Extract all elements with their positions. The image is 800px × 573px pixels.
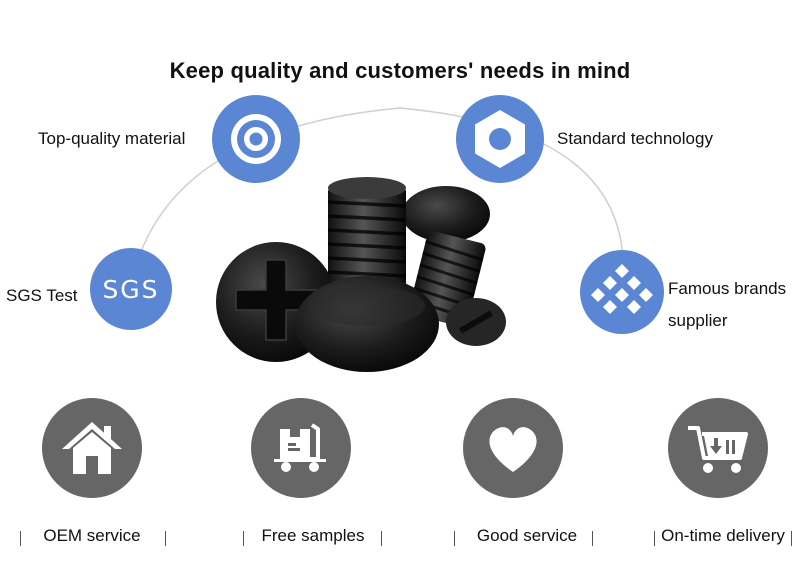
separator-bar bbox=[791, 531, 792, 546]
diamond-grid-icon bbox=[580, 250, 664, 334]
house-icon bbox=[42, 398, 142, 498]
target-circle-icon bbox=[212, 95, 300, 183]
separator-bar bbox=[592, 531, 593, 546]
heart-icon bbox=[463, 398, 563, 498]
hex-nut-icon bbox=[456, 95, 544, 183]
label-sgs-test: SGS Test bbox=[6, 286, 78, 305]
label-supplier: supplier bbox=[668, 311, 728, 330]
service-oem: OEM service bbox=[43, 526, 141, 545]
sgs-badge-icon: SGS bbox=[90, 248, 172, 330]
separator-bar bbox=[165, 531, 166, 546]
sgs-badge-text: SGS bbox=[102, 274, 160, 304]
headline: Keep quality and customers' needs in min… bbox=[169, 58, 631, 83]
separator-bar bbox=[654, 531, 655, 546]
hand-truck-box-icon bbox=[251, 398, 351, 498]
service-free-samples: Free samples bbox=[261, 526, 365, 545]
label-famous-brands: Famous brands bbox=[668, 279, 787, 298]
service-good-service: Good service bbox=[476, 526, 578, 545]
screw-front-center bbox=[295, 177, 439, 372]
label-top-quality: Top-quality material bbox=[38, 129, 186, 148]
service-on-time-delivery: On-time delivery bbox=[661, 526, 785, 545]
shopping-cart-icon bbox=[668, 398, 768, 498]
separator-bar bbox=[243, 531, 244, 546]
separator-bar bbox=[454, 531, 455, 546]
separator-bar bbox=[20, 531, 21, 546]
label-standard-technology: Standard technology bbox=[557, 129, 713, 148]
black-screws-image bbox=[216, 177, 506, 372]
separator-bar bbox=[381, 531, 382, 546]
